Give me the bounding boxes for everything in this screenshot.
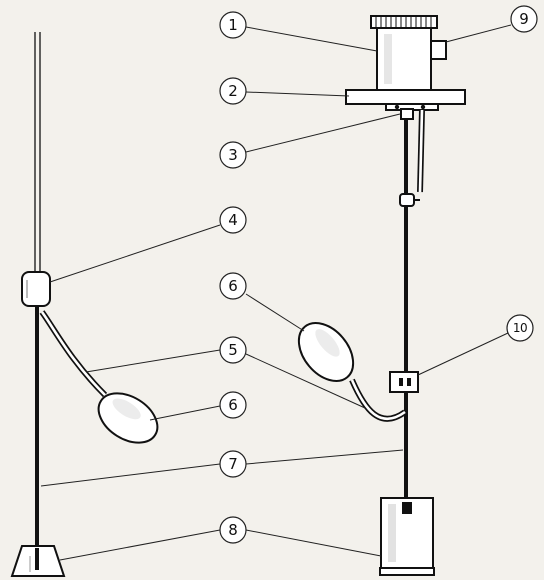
- callout-6-left: 6: [219, 391, 247, 419]
- leader-4: [49, 224, 221, 283]
- leader-3: [245, 113, 401, 153]
- callout-8-number: 8: [228, 521, 238, 539]
- left-float: [97, 392, 159, 444]
- right-clamp: [389, 371, 419, 393]
- switch-body-shine: [384, 34, 392, 84]
- flange-bolt-b: [420, 104, 426, 110]
- leader-9: [445, 24, 512, 43]
- leader-8b: [245, 529, 382, 557]
- right-weight-shine: [388, 504, 396, 562]
- callout-5-number: 5: [228, 341, 238, 359]
- switch-cap-knurl: [375, 17, 432, 27]
- left-assembly: [10, 32, 159, 577]
- leader-8a: [59, 529, 221, 561]
- callout-6-right-number: 6: [228, 277, 238, 295]
- leader-7a: [40, 463, 221, 487]
- right-weight-foot: [379, 567, 435, 576]
- callout-2-number: 2: [228, 82, 238, 100]
- right-weight-socket: [402, 502, 412, 514]
- callout-6-left-number: 6: [228, 396, 238, 414]
- leader-6b: [149, 405, 221, 421]
- left-clamp: [21, 271, 51, 307]
- leader-5b: [245, 353, 366, 409]
- leader-2: [245, 91, 350, 97]
- mounting-flange: [345, 89, 466, 105]
- callout-10: 10: [506, 314, 534, 342]
- cable-exit-fitting: [400, 108, 414, 120]
- leader-lines: [40, 24, 512, 561]
- right-rod-clip: [399, 193, 415, 207]
- callout-5: 5: [219, 336, 247, 364]
- flange-bolt-a: [394, 104, 400, 110]
- callout-4: 4: [219, 206, 247, 234]
- right-short-cable-inner: [418, 109, 424, 193]
- left-float-cable-inner: [40, 311, 106, 396]
- callout-9-number: 9: [519, 10, 529, 28]
- callout-7: 7: [219, 450, 247, 478]
- callout-10-number: 10: [513, 321, 527, 335]
- right-float: [297, 322, 355, 382]
- leader-10: [417, 332, 509, 376]
- right-clamp-slot-a: [399, 378, 403, 386]
- right-float-cable-inner: [350, 379, 406, 420]
- leader-5a: [85, 349, 221, 373]
- callout-7-number: 7: [228, 455, 238, 473]
- right-assembly: [297, 15, 466, 576]
- callout-1-number: 1: [228, 16, 238, 34]
- callout-8: 8: [219, 516, 247, 544]
- leader-7b: [245, 449, 404, 465]
- callout-3-number: 3: [228, 146, 238, 164]
- callout-2: 2: [219, 77, 247, 105]
- leader-1: [245, 26, 378, 52]
- callout-6-right: 6: [219, 272, 247, 300]
- callout-1: 1: [219, 11, 247, 39]
- callout-9: 9: [510, 5, 538, 33]
- right-clamp-slot-b: [407, 378, 411, 386]
- cable-gland: [430, 40, 447, 60]
- callout-4-number: 4: [228, 211, 238, 229]
- callout-3: 3: [219, 141, 247, 169]
- leader-6a: [245, 293, 305, 332]
